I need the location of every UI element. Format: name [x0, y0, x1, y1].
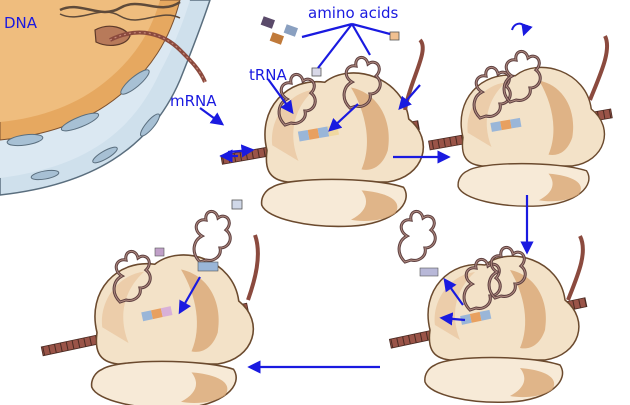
label-dna: DNA: [4, 14, 38, 32]
flow-arrows: [178, 22, 534, 374]
amino-acid-blocks: [260, 16, 400, 77]
ribosome-stage-2: [428, 22, 613, 207]
ribosome-stage-4: [40, 199, 260, 405]
label-mrna: mRNA: [170, 92, 217, 110]
label-trna: tRNA: [249, 66, 287, 84]
nucleus: [0, 0, 211, 196]
ribosome-stage-3: [388, 209, 588, 404]
label-amino-acids: amino acids: [308, 4, 399, 22]
